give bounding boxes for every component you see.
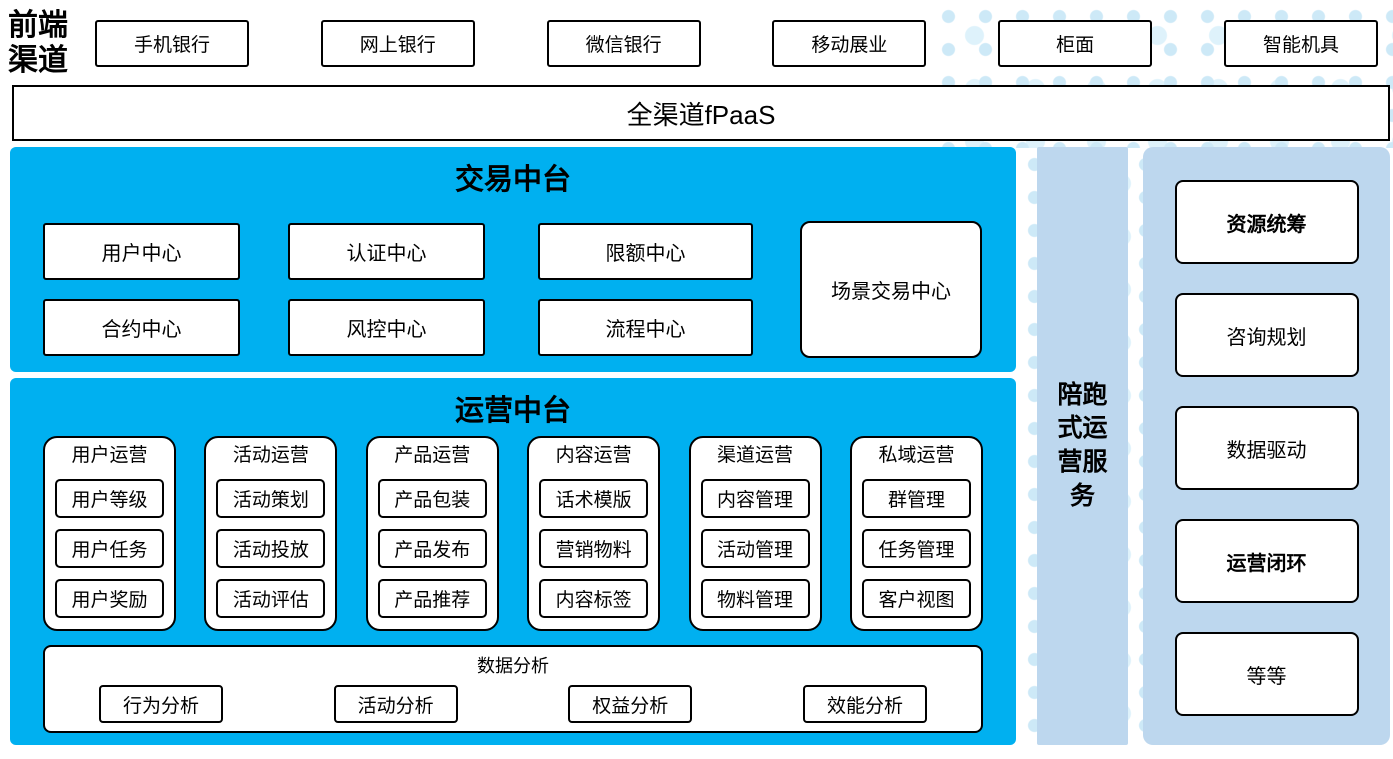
ops-item: 活动评估 <box>216 578 326 618</box>
column-title: 产品运营 <box>394 445 471 466</box>
channel-box-counter: 柜面 <box>998 20 1153 67</box>
channel-box-mobile-exhibition: 移动展业 <box>772 20 927 67</box>
channel-box-smart-device: 智能机具 <box>1223 20 1378 67</box>
scene-transaction-center-box: 场景交易中心 <box>800 221 982 358</box>
service-box-resource: 资源统筹 <box>1174 180 1359 264</box>
channel-box-wechat-banking: 微信银行 <box>546 20 701 67</box>
operation-column-user: 用户运营 用户等级 用户任务 用户奖励 <box>43 436 176 631</box>
channel-box-mobile-banking: 手机银行 <box>95 20 249 67</box>
data-analysis-title: 数据分析 <box>477 656 549 676</box>
column-title: 活动运营 <box>232 445 309 466</box>
column-title: 渠道运营 <box>717 445 794 466</box>
operation-columns: 用户运营 用户等级 用户任务 用户奖励 活动运营 活动策划 活动投放 活动评估 … <box>43 436 983 631</box>
ops-item: 客户视图 <box>861 578 971 618</box>
service-box-etc: 等等 <box>1174 632 1359 716</box>
operation-column-private-domain: 私域运营 群管理 任务管理 客户视图 <box>849 436 983 631</box>
ops-item: 内容管理 <box>700 478 810 518</box>
service-box-data-driven: 数据驱动 <box>1174 406 1359 490</box>
ops-item: 活动投放 <box>216 528 326 568</box>
limit-center-box: 限额中心 <box>538 223 753 280</box>
ops-item: 活动管理 <box>700 528 810 568</box>
ops-item: 活动策划 <box>216 478 326 518</box>
ops-item: 产品发布 <box>377 528 487 568</box>
ops-item: 内容标签 <box>539 578 649 618</box>
ops-item: 用户等级 <box>55 478 164 518</box>
auth-center-box: 认证中心 <box>288 223 485 280</box>
operation-platform-title: 运营中台 <box>454 395 571 427</box>
risk-center-box: 风控中心 <box>288 299 485 356</box>
user-center-box: 用户中心 <box>43 223 240 280</box>
fpaas-bar: 全渠道fPaaS <box>12 85 1390 141</box>
channel-row: 手机银行 网上银行 微信银行 移动展业 柜面 智能机具 <box>95 20 1378 67</box>
contract-center-box: 合约中心 <box>43 299 240 356</box>
data-analysis-section: 数据分析 行为分析 活动分析 权益分析 效能分析 <box>43 645 983 733</box>
operation-platform-panel: 运营中台 用户运营 用户等级 用户任务 用户奖励 活动运营 活动策划 活动投放 … <box>10 378 1016 745</box>
data-analysis-row: 行为分析 活动分析 权益分析 效能分析 <box>45 685 981 723</box>
analysis-item-behavior: 行为分析 <box>99 685 223 723</box>
accompany-operation-service-bar: 陪跑式运营服务 <box>1037 147 1128 745</box>
column-title: 用户运营 <box>71 445 148 466</box>
accompany-service-label: 陪跑式运营服务 <box>1057 380 1108 510</box>
process-center-box: 流程中心 <box>538 299 753 356</box>
ops-item: 群管理 <box>861 478 971 518</box>
analysis-item-efficiency: 效能分析 <box>802 685 927 723</box>
operation-column-channel: 渠道运营 内容管理 活动管理 物料管理 <box>688 436 822 631</box>
ops-item: 用户奖励 <box>55 578 164 618</box>
transaction-platform-panel: 交易中台 用户中心 认证中心 限额中心 合约中心 风控中心 流程中心 场景交易中… <box>10 147 1016 372</box>
ops-item: 物料管理 <box>700 578 810 618</box>
transaction-platform-title: 交易中台 <box>454 164 571 196</box>
column-title: 私域运营 <box>878 445 955 466</box>
operation-column-content: 内容运营 话术模版 营销物料 内容标签 <box>527 436 661 631</box>
column-title: 内容运营 <box>555 445 632 466</box>
ops-item: 产品包装 <box>377 478 487 518</box>
ops-item: 任务管理 <box>861 528 971 568</box>
ops-item: 话术模版 <box>539 478 649 518</box>
channel-box-online-banking: 网上银行 <box>320 20 475 67</box>
service-box-consulting: 咨询规划 <box>1174 293 1359 377</box>
analysis-item-rights: 权益分析 <box>568 685 693 723</box>
front-channel-label: 前端渠道 <box>8 9 68 78</box>
service-panel: 资源统筹 咨询规划 数据驱动 运营闭环 等等 <box>1143 147 1390 745</box>
ops-item: 产品推荐 <box>377 578 487 618</box>
ops-item: 营销物料 <box>539 528 649 568</box>
operation-column-product: 产品运营 产品包装 产品发布 产品推荐 <box>365 436 499 631</box>
service-box-closed-loop: 运营闭环 <box>1174 519 1359 603</box>
ops-item: 用户任务 <box>55 528 164 568</box>
operation-column-activity: 活动运营 活动策划 活动投放 活动评估 <box>204 436 338 631</box>
analysis-item-activity: 活动分析 <box>333 685 458 723</box>
